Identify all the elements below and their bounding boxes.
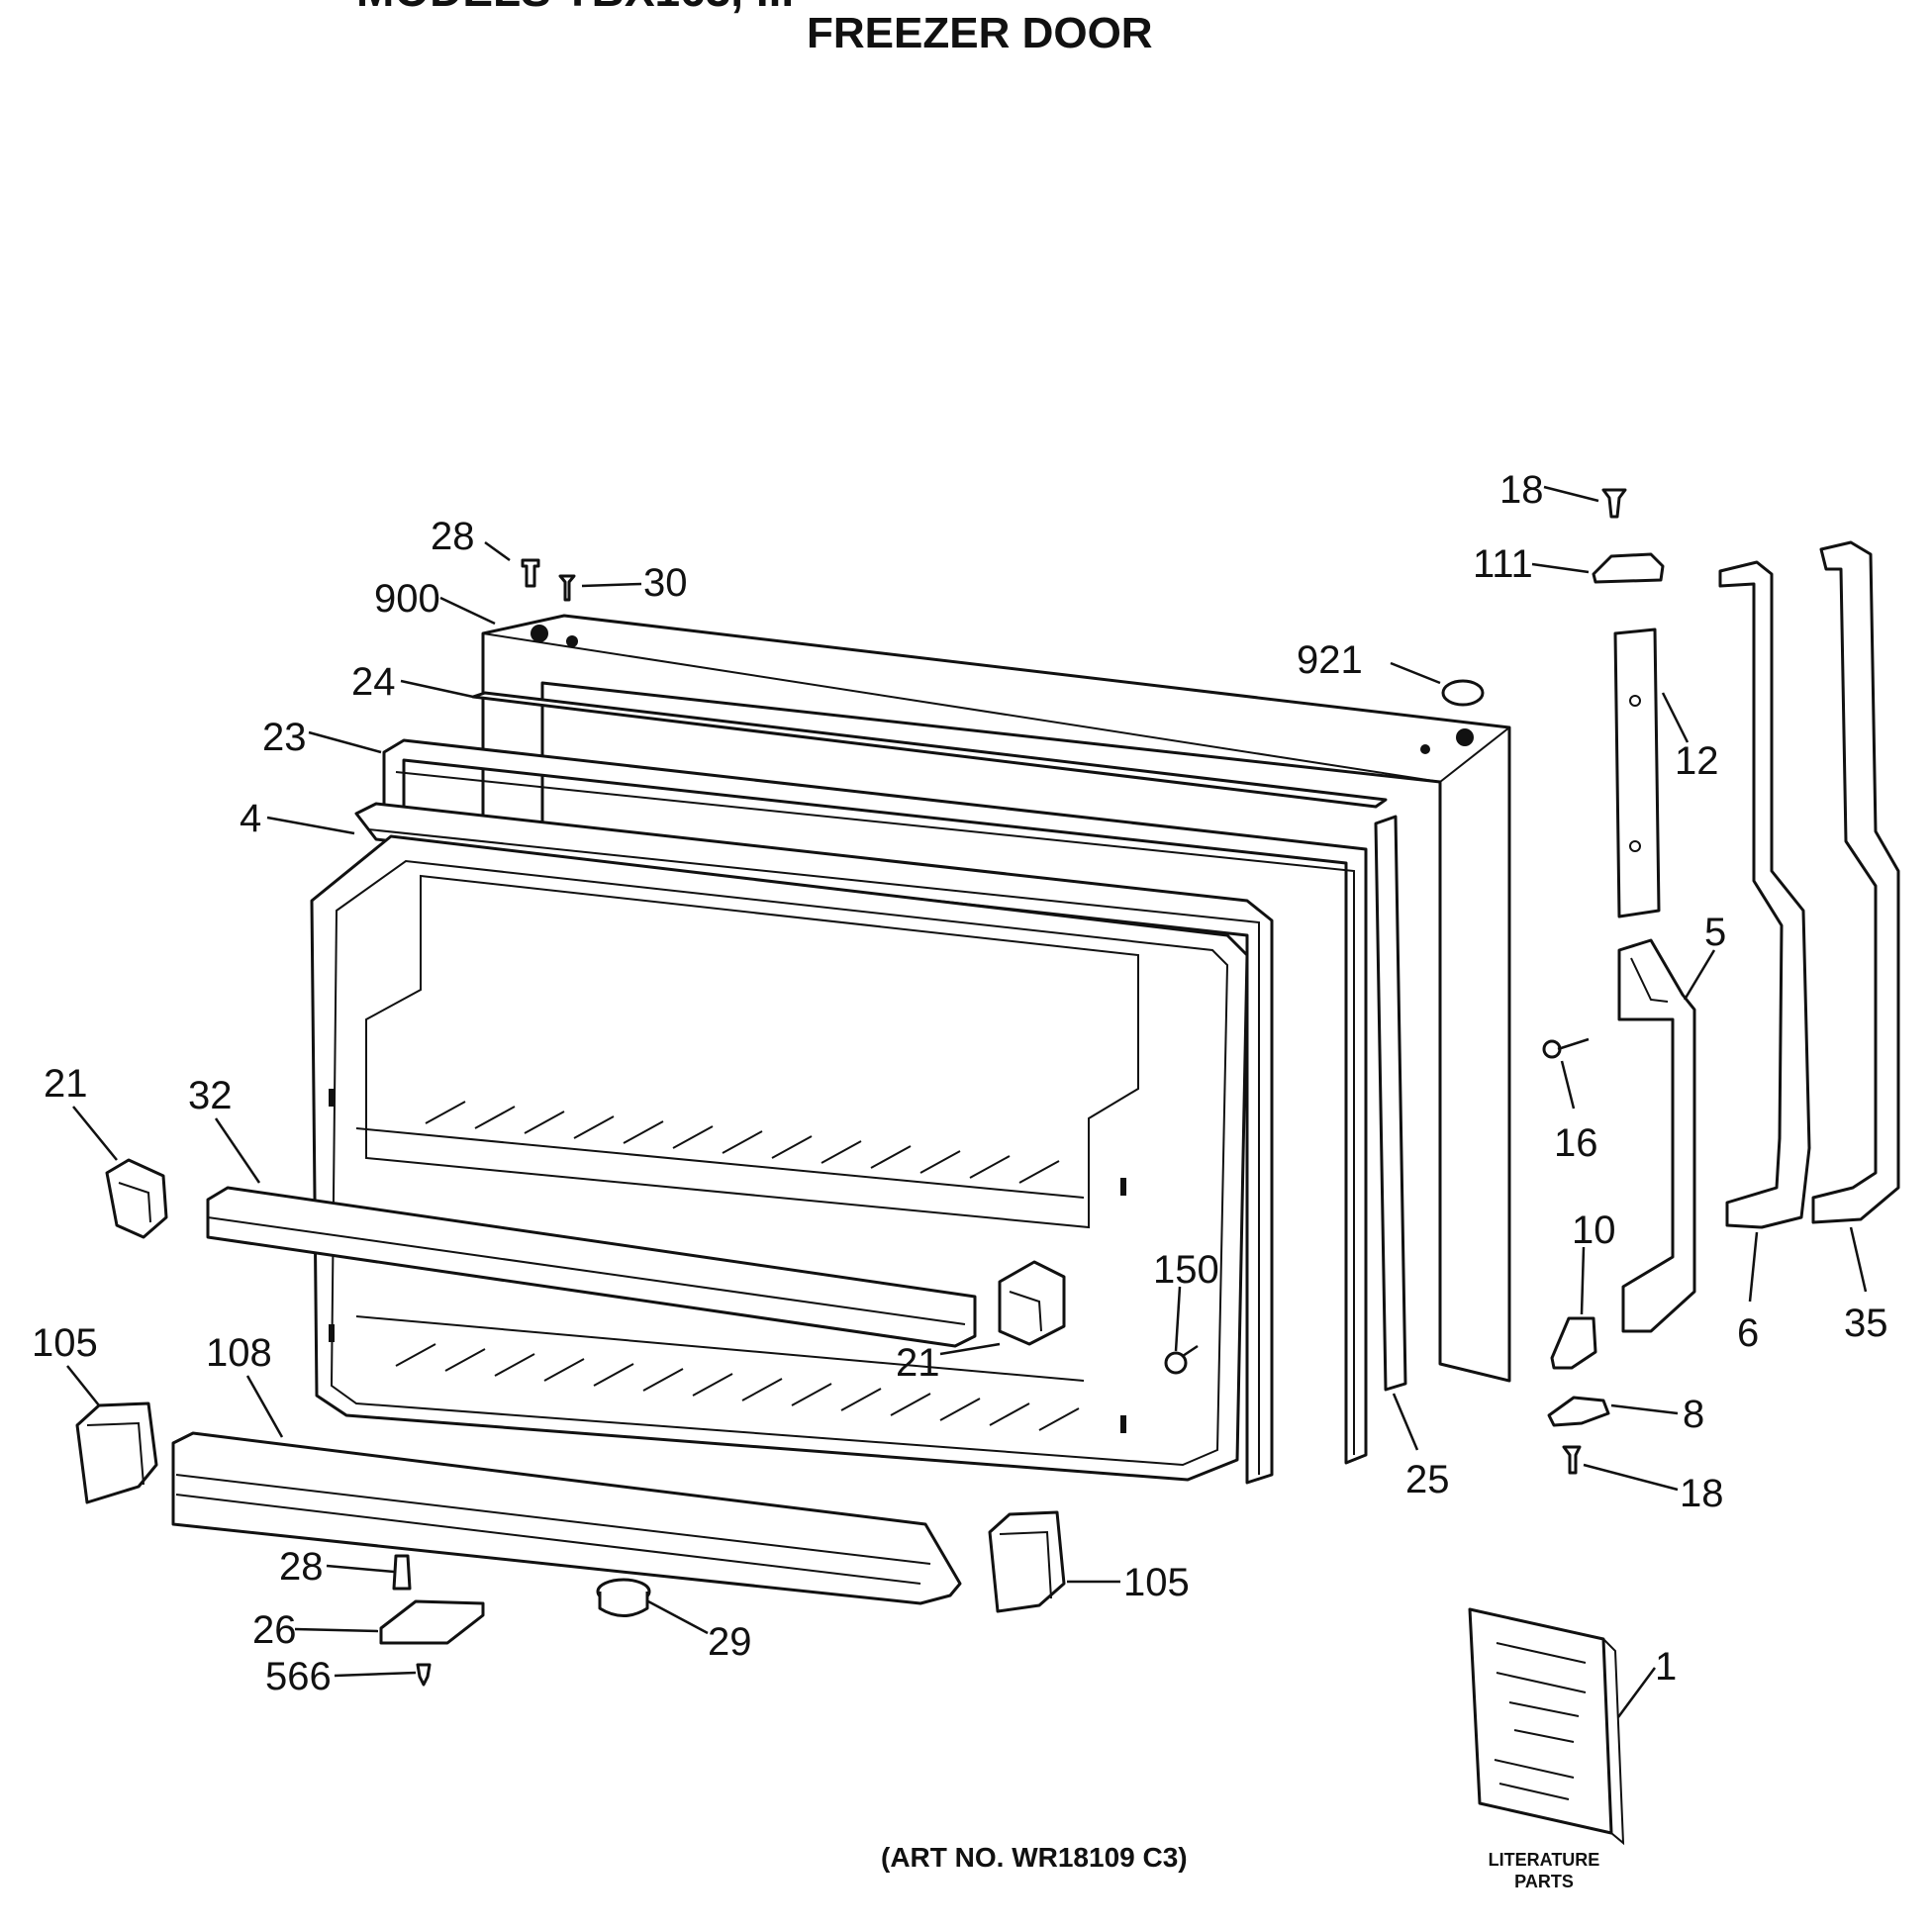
callout-18-top: 18 <box>1499 468 1544 512</box>
screw-566 <box>416 1663 432 1687</box>
screw-150 <box>1164 1344 1199 1375</box>
screw-18-top <box>1601 488 1627 519</box>
shelf-bar-upper <box>206 1186 977 1348</box>
callout-24: 24 <box>351 660 396 704</box>
callout-30: 30 <box>643 561 688 605</box>
side-strip <box>1374 815 1407 1392</box>
callout-111: 111 <box>1473 542 1533 586</box>
hinge-bracket-5 <box>1617 938 1696 1333</box>
diagram-title: FREEZER DOOR <box>807 9 1153 57</box>
callout-18-bottom: 18 <box>1680 1472 1724 1515</box>
screw-30 <box>558 574 576 602</box>
callout-32: 32 <box>188 1074 233 1117</box>
callout-105-left: 105 <box>32 1321 98 1365</box>
hinge-plate-8 <box>1547 1396 1610 1427</box>
callout-921: 921 <box>1297 638 1363 682</box>
foot-29 <box>596 1578 651 1617</box>
shelf-bar-lower <box>171 1431 962 1605</box>
callout-labels: 28 30 900 24 23 4 921 18 111 12 5 16 10 … <box>32 468 1888 1698</box>
screw-28-top <box>521 558 540 588</box>
literature-label: LITERATURE <box>1489 1850 1600 1870</box>
shelf-end-cap-right <box>998 1260 1066 1346</box>
callout-28-bottom: 28 <box>279 1545 324 1589</box>
screw-18-bottom <box>1562 1445 1582 1475</box>
shelf-end-cap-left <box>105 1158 168 1239</box>
hinge-pin-10 <box>1550 1316 1597 1370</box>
bar-bracket-right <box>988 1510 1066 1613</box>
callout-150: 150 <box>1153 1248 1219 1292</box>
callout-29: 29 <box>708 1620 752 1664</box>
callout-566: 566 <box>265 1655 332 1698</box>
callout-4: 4 <box>240 797 261 840</box>
callout-900: 900 <box>374 577 440 621</box>
hinge-cover-12 <box>1613 628 1661 918</box>
callout-26: 26 <box>252 1608 297 1652</box>
callout-5: 5 <box>1704 911 1726 954</box>
callout-16: 16 <box>1554 1121 1598 1165</box>
callout-35: 35 <box>1844 1302 1888 1345</box>
handle-6 <box>1718 560 1811 1229</box>
callout-28-top: 28 <box>431 515 475 558</box>
callout-25: 25 <box>1405 1458 1450 1501</box>
callout-10: 10 <box>1572 1208 1616 1252</box>
screw-16 <box>1542 1037 1590 1059</box>
callout-105-right: 105 <box>1123 1561 1190 1604</box>
callout-23: 23 <box>262 716 307 759</box>
callout-21-left: 21 <box>44 1062 88 1106</box>
models-title-cut: MODELS TBX163, ... <box>356 0 794 16</box>
hinge-plate-26 <box>379 1599 485 1645</box>
top-gasket-strip <box>471 691 1388 809</box>
bar-bracket-left <box>75 1401 158 1504</box>
callout-21-right: 21 <box>896 1341 940 1385</box>
callout-8: 8 <box>1683 1393 1704 1436</box>
literature-booklet <box>1468 1607 1625 1846</box>
door-liner <box>310 834 1249 1482</box>
art-number: (ART NO. WR18109 C3) <box>881 1842 1188 1873</box>
callout-1: 1 <box>1655 1645 1677 1689</box>
screw-28-bottom <box>392 1554 412 1591</box>
handle-trim-35 <box>1811 540 1900 1224</box>
callout-12: 12 <box>1675 739 1719 783</box>
callout-6: 6 <box>1737 1311 1759 1355</box>
parts-label: PARTS <box>1514 1872 1574 1891</box>
leader-lines <box>66 485 1868 1718</box>
hinge-bracket-111 <box>1592 552 1665 584</box>
plug <box>1441 679 1485 707</box>
callout-108: 108 <box>206 1331 272 1375</box>
